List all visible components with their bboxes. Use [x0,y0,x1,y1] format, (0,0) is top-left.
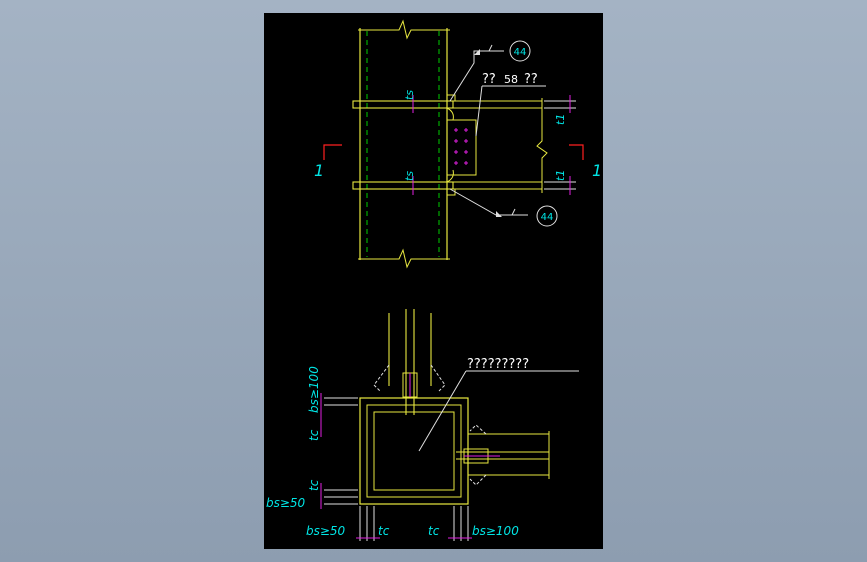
weld-access-top [446,107,454,121]
dim-t1-bottom-label: t1 [554,170,567,181]
plan-view: ????????? bs≥100 tc tc bs≥50 bs≥50 tc [266,309,579,541]
dim-t1-bottom [544,176,576,195]
top-haunch-left [373,364,390,392]
label-tc-left2: tc [307,479,321,491]
shear-plate [446,119,477,176]
diaphragm-bottom [352,181,454,190]
column-box-outer [359,397,469,505]
label-bs-left: bs≥50 [266,496,306,510]
label-bs-top-left: bs≥100 [307,366,321,413]
weld-symbol-top: 44 [449,40,531,102]
section-mark-right: 1 [569,144,602,180]
column-break-top [358,19,450,40]
label-tc-bottom1: tc [378,524,390,538]
dim-ts-top-label: ts [403,90,416,100]
plate-callout-suffix: ?? [524,72,538,87]
weld-symbol-bottom: 44 [449,188,558,227]
bolt-group [454,128,468,165]
column-box-inner [373,411,455,491]
plate-callout-prefix: ?? [482,72,496,87]
column-break-bottom [358,248,450,269]
dim-ts-bottom-label: ts [403,171,416,181]
label-bs-bottom-right: bs≥100 [472,524,519,538]
weld-symbol-bottom-number: 44 [541,212,554,223]
weld-access-bottom [446,169,454,183]
weld-symbol-top-number: 44 [514,47,527,58]
right-haunch-bottom [469,474,487,486]
dim-t1-top [544,95,576,113]
bottom-dim-extensions [359,506,469,541]
backing-bar-top [446,94,456,102]
elevation-view: 44 44 ?? 58 ?? ts ts [314,19,602,269]
left-dim-extensions [324,397,358,505]
label-tc-bottom2: tc [428,524,440,538]
cad-drawing: 44 44 ?? 58 ?? ts ts [266,19,602,541]
section-mark-left-label: 1 [314,161,324,180]
label-tc-left: tc [307,429,321,441]
top-haunch-right [430,364,446,392]
dim-t1-top-label: t1 [554,114,567,125]
drawing-canvas: 44 44 ?? 58 ?? ts ts [264,13,603,549]
section-mark-right-label: 1 [592,161,602,180]
right-haunch-top [469,424,487,435]
diaphragm-top [352,100,454,109]
beam-break [536,98,548,193]
label-bs-bottom-left: bs≥50 [306,524,346,538]
column-callout-text: ????????? [467,357,529,372]
column-box-wall [366,404,462,498]
section-mark-left: 1 [314,144,342,180]
column-callout: ????????? [418,357,579,452]
plate-callout: ?? 58 ?? [475,72,546,137]
plate-callout-number: 58 [504,73,518,86]
